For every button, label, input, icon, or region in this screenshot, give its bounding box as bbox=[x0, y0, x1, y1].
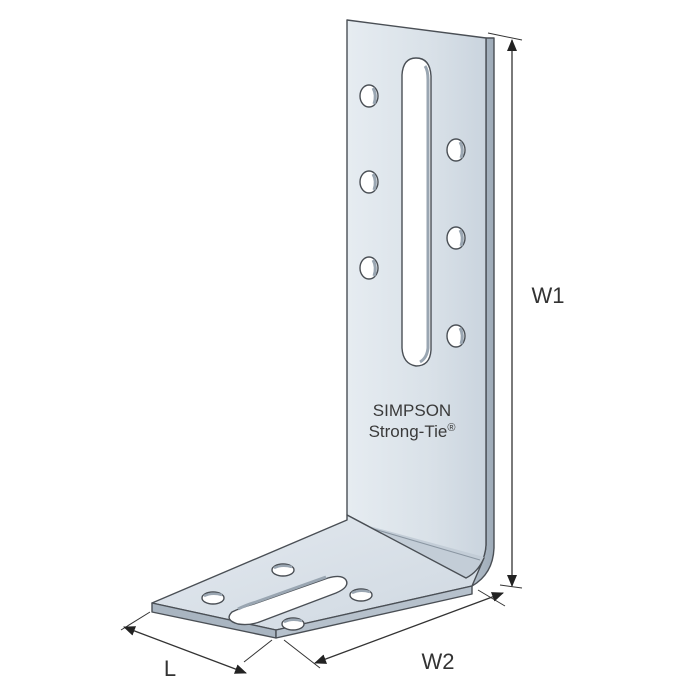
left-holes bbox=[359, 84, 379, 280]
dimension-l: L bbox=[120, 611, 273, 681]
registered-mark: ® bbox=[447, 422, 455, 434]
brand-line-2-text: Strong-Tie bbox=[369, 422, 448, 441]
w1-label: W1 bbox=[532, 283, 565, 308]
dimension-w2: W2 bbox=[283, 589, 506, 674]
vertical-slot bbox=[401, 57, 432, 367]
brand-line-2: Strong-Tie® bbox=[369, 422, 456, 441]
w2-label: W2 bbox=[422, 649, 455, 674]
l-line bbox=[123, 626, 247, 674]
base-slot-inner-edge bbox=[237, 575, 327, 611]
right-holes bbox=[446, 138, 466, 348]
bracket: SIMPSON Strong-Tie® bbox=[151, 19, 495, 639]
vertical-slot-inner-edge bbox=[419, 65, 430, 364]
brand-imprint: SIMPSON Strong-Tie® bbox=[369, 401, 456, 441]
base-holes bbox=[201, 563, 373, 631]
dimension-w1: W1 bbox=[487, 32, 565, 589]
brand-line-1: SIMPSON bbox=[373, 401, 451, 420]
w2-line bbox=[314, 592, 504, 664]
l-label: L bbox=[164, 656, 176, 681]
